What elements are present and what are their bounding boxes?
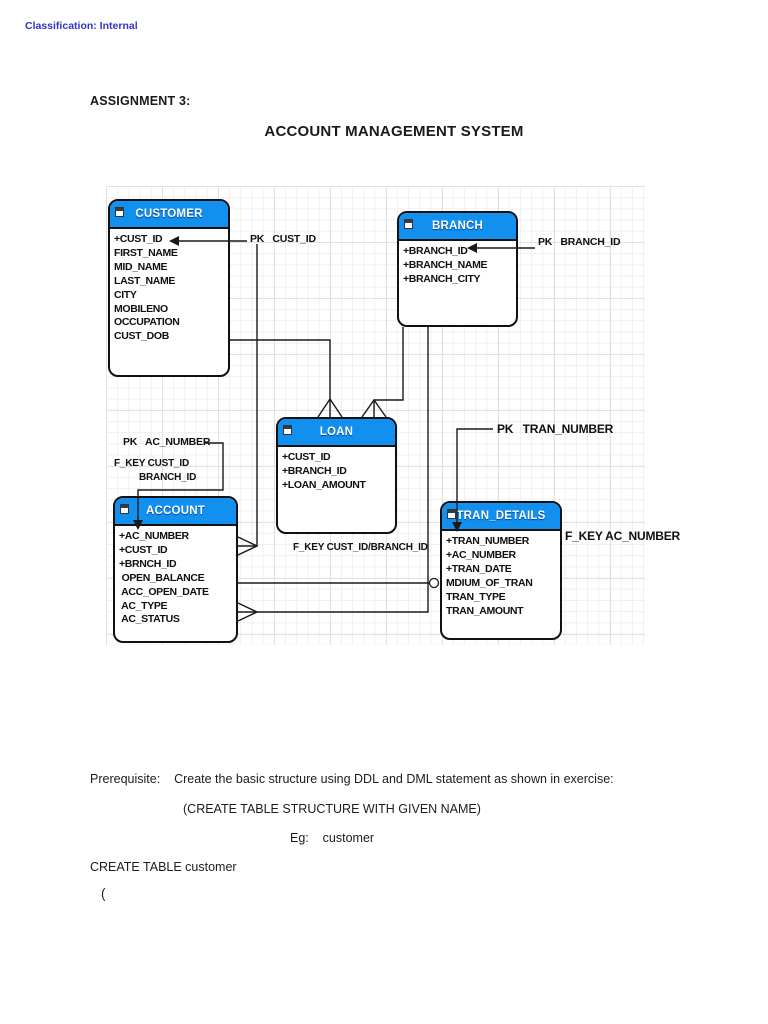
relationship-label: PK CUST_ID (250, 233, 316, 245)
entity-account: ACCOUNT +AC_NUMBER+CUST_ID+BRNCH_ID OPEN… (113, 496, 238, 643)
entity-field: MDIUM_OF_TRAN (446, 576, 533, 589)
entity-field: +BRANCH_ID (403, 245, 468, 257)
entity-title: TRAN_DETAILS (456, 510, 546, 522)
entity-title: LOAN (319, 426, 354, 438)
classification-label: Classification: Internal (25, 20, 138, 32)
assignment-heading: ASSIGNMENT 3: (90, 94, 191, 108)
relationship-label: F_KEY CUST_ID (114, 458, 190, 469)
relationship-label: PK TRAN_NUMBER (497, 422, 614, 436)
window-icon (447, 509, 456, 519)
window-icon (283, 425, 292, 435)
entity-field: +BRANCH_ID (282, 464, 347, 477)
entity-header: CUSTOMER (110, 201, 228, 229)
relationship-label: PK AC_NUMBER (123, 436, 211, 448)
entity-field: +BRNCH_ID (119, 557, 177, 570)
example-text: Eg: customer (290, 831, 375, 845)
entity-field: +CUST_ID (119, 543, 168, 556)
entity-title: BRANCH (431, 220, 484, 232)
entity-field-list: +BRANCH_ID+BRANCH_NAME+BRANCH_CITY (399, 241, 516, 287)
entity-field: TRAN_TYPE (446, 590, 506, 603)
entity-title: CUSTOMER (135, 208, 203, 220)
relationship-label: PK BRANCH_ID (538, 236, 621, 248)
entity-field: +AC_NUMBER (119, 530, 189, 542)
entity-tran-details: TRAN_DETAILS +TRAN_NUMBER+AC_NUMBER+TRAN… (440, 501, 562, 640)
window-icon (404, 219, 413, 229)
entity-field: +BRANCH_NAME (403, 258, 488, 271)
entity-header: LOAN (278, 419, 395, 447)
entity-field: CUST_DOB (114, 330, 169, 343)
entity-field: FIRST_NAME (114, 246, 178, 259)
entity-field: MOBILENO (114, 302, 168, 315)
open-paren-text: ( (101, 886, 106, 901)
entity-branch: BRANCH +BRANCH_ID+BRANCH_NAME+BRANCH_CIT… (397, 211, 518, 327)
relationship-label: F_KEY CUST_ID/BRANCH_ID (293, 542, 428, 553)
relationship-label: F_KEY AC_NUMBER (565, 529, 681, 543)
entity-field: OPEN_BALANCE (119, 571, 205, 584)
window-icon (120, 504, 129, 514)
entity-field: +TRAN_DATE (446, 562, 512, 575)
entity-field: +CUST_ID (282, 451, 331, 463)
entity-field: LAST_NAME (114, 274, 176, 287)
entity-loan: LOAN +CUST_ID+BRANCH_ID+LOAN_AMOUNT (276, 417, 397, 534)
entity-header: BRANCH (399, 213, 516, 241)
entity-field: +LOAN_AMOUNT (282, 478, 366, 491)
entity-field: OCCUPATION (114, 316, 180, 329)
entity-field: +AC_NUMBER (446, 548, 516, 561)
create-table-note: (CREATE TABLE STRUCTURE WITH GIVEN NAME) (183, 802, 481, 816)
entity-field: +CUST_ID (114, 233, 163, 245)
page-title: ACCOUNT MANAGEMENT SYSTEM (264, 123, 524, 140)
entity-field-list: +CUST_ID+BRANCH_ID+LOAN_AMOUNT (278, 447, 395, 493)
entity-field: CITY (114, 288, 137, 301)
window-icon (115, 207, 124, 217)
entity-field: TRAN_AMOUNT (446, 604, 524, 617)
entity-field: AC_STATUS (119, 613, 180, 626)
entity-title: ACCOUNT (146, 505, 205, 517)
create-table-statement: CREATE TABLE customer (90, 860, 237, 874)
entity-field: AC_TYPE (119, 599, 168, 612)
relationship-label: BRANCH_ID (139, 472, 197, 483)
prerequisite-text: Prerequisite: Create the basic structure… (90, 772, 614, 786)
entity-field: +TRAN_NUMBER (446, 535, 530, 547)
entity-field: ACC_OPEN_DATE (119, 585, 209, 598)
entity-header: ACCOUNT (115, 498, 236, 526)
entity-field: MID_NAME (114, 260, 168, 273)
entity-field-list: +AC_NUMBER+CUST_ID+BRNCH_ID OPEN_BALANCE… (115, 526, 236, 627)
entity-header: TRAN_DETAILS (442, 503, 560, 531)
entity-field: +BRANCH_CITY (403, 272, 481, 285)
